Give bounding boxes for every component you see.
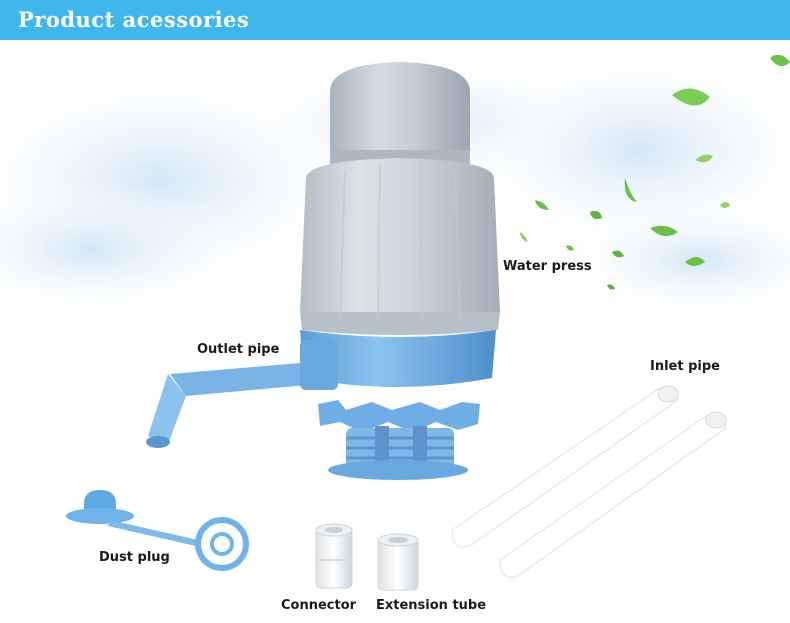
label-dust-plug: Dust plug [99, 550, 170, 565]
label-water-press: Water press [503, 259, 592, 274]
outlet-pipe-part [146, 340, 338, 448]
label-extension-tube: Extension tube [376, 598, 487, 613]
label-outlet-pipe: Outlet pipe [197, 342, 280, 357]
product-illustration [0, 40, 790, 591]
header-title: Product acessories [18, 7, 250, 32]
connector-part [315, 523, 353, 589]
label-inlet-pipe: Inlet pipe [650, 359, 720, 374]
water-press-pump [300, 62, 500, 480]
header-bar: Product acessories [0, 0, 790, 40]
extension-tube-part [377, 533, 419, 591]
leaf-icons [520, 54, 790, 290]
inlet-pipe-part [451, 385, 727, 578]
label-connector: Connector [281, 598, 357, 613]
dust-plug-part [66, 490, 249, 571]
